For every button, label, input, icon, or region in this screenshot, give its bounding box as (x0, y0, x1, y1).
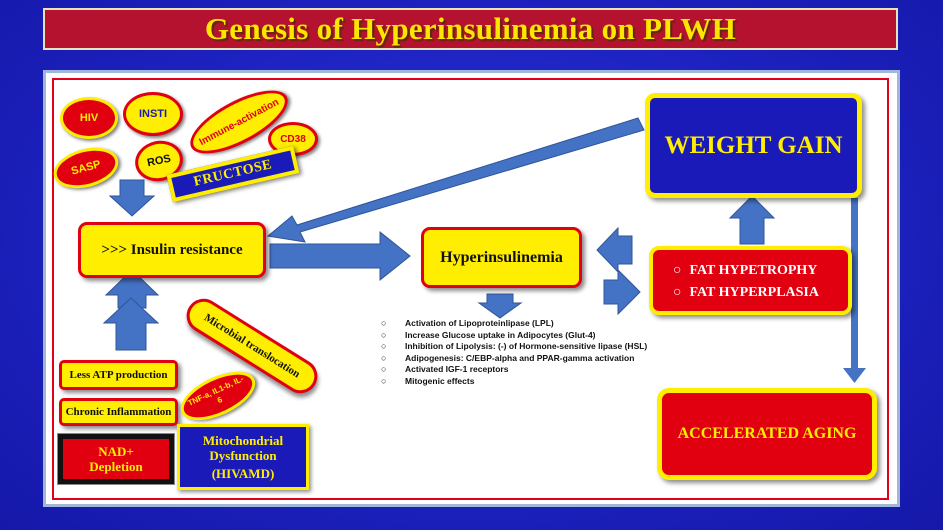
effect-item: ○ Activation of Lipoproteinlipase (LPL) (381, 318, 647, 330)
node-mito-line2: Dysfunction (209, 447, 277, 463)
arrow-ir-to-hyper (269, 230, 411, 282)
node-insulin-resistance-label: >>> Insulin resistance (101, 241, 243, 258)
effects-list: ○ Activation of Lipoproteinlipase (LPL) ○… (381, 318, 647, 387)
factor-sasp-label: SASP (69, 158, 103, 178)
node-chronic-inflammation-label: Chronic Inflammation (65, 406, 172, 418)
bullet: ○ (381, 364, 387, 374)
factor-insti: INSTI (123, 92, 183, 136)
node-nad-line2: Depletion (89, 459, 143, 474)
node-chronic-inflammation: Chronic Inflammation (59, 398, 178, 426)
bullet: ○ (381, 341, 387, 351)
arrow-hyper-down (477, 293, 523, 319)
bullet: ○ (673, 263, 682, 278)
node-less-atp: Less ATP production (59, 360, 178, 390)
node-mitochondrial-dysfunction: Mitochondrial Dysfunction (HIVAMD) (177, 424, 309, 490)
node-mito-line1: Mitochondrial (202, 432, 284, 448)
bullet: ○ (381, 352, 387, 363)
factor-ros-label: ROS (146, 152, 172, 170)
node-fat-hypertrophy-label: FAT HYPETROPHY (689, 263, 818, 278)
node-nad-depletion: NAD+ Depletion (57, 433, 175, 485)
node-weight-gain-label: WEIGHT GAIN (664, 131, 843, 159)
bullet: ○ (381, 375, 387, 386)
node-fat-hyperplasia-label: FAT HYPERPLASIA (689, 285, 819, 300)
node-less-atp-label: Less ATP production (69, 369, 168, 381)
effect-text: Adipogenesis: C/EBP-alpha and PPAR-gamma… (405, 352, 635, 363)
bullet: ○ (381, 318, 387, 328)
arrow-mito-to-ir (104, 269, 160, 309)
arrow-fat-to-weight (728, 195, 776, 245)
effect-text: Inhibition of Lipolysis: (-) of Hormone-… (405, 341, 648, 351)
node-mito-line3: (HIVAMD) (211, 465, 275, 481)
node-fat-hypertrophy: ○ FAT HYPETROPHY (673, 263, 817, 279)
page-title: Genesis of Hyperinsulinemia on PLWH (204, 11, 737, 46)
factor-cd38-label: CD38 (280, 133, 306, 145)
node-hyperinsulinemia: Hyperinsulinemia (421, 227, 582, 288)
diagram-border (52, 78, 889, 500)
effect-text: Mitogenic effects (405, 375, 475, 386)
factor-hiv: HIV (60, 97, 118, 139)
effect-item: ○ Inhibition of Lipolysis: (-) of Hormone… (381, 341, 647, 353)
node-insulin-resistance: >>> Insulin resistance (78, 222, 266, 278)
effect-text: Increase Glucose uptake in Adipocytes (G… (405, 329, 596, 340)
node-accelerated-aging-label: ACCELERATED AGING (677, 425, 857, 442)
factor-insti-label: INSTI (138, 108, 168, 120)
bullet: ○ (381, 329, 387, 340)
node-fat: ○ FAT HYPETROPHY ○ FAT HYPERPLASIA (649, 246, 852, 315)
node-hyperinsulinemia-label: Hyperinsulinemia (440, 248, 563, 266)
node-fat-hyperplasia: ○ FAT HYPERPLASIA (673, 285, 819, 301)
arrow-weightgain-to-ir (266, 117, 645, 243)
node-accelerated-aging: ACCELERATED AGING (657, 388, 877, 480)
effect-item: ○ Adipogenesis: C/EBP-alpha and PPAR-gamm… (381, 353, 647, 365)
effect-item: ○ Mitogenic effects (381, 376, 647, 388)
node-nad-line1: NAD+ (98, 444, 134, 459)
arrow-weight-to-aging (843, 198, 866, 383)
arrow-chain-up (102, 297, 160, 351)
bullet: ○ (673, 285, 682, 300)
arrow-factors-to-ir (108, 179, 156, 217)
effect-text: Activated IGF-1 receptors (405, 364, 509, 374)
effect-item: ○ Increase Glucose uptake in Adipocytes (… (381, 330, 647, 342)
node-weight-gain: WEIGHT GAIN (645, 93, 862, 198)
title-bar: Genesis of Hyperinsulinemia on PLWH (43, 8, 898, 50)
arrow-hyper-to-fat (603, 268, 641, 316)
effect-item: ○ Activated IGF-1 receptors (381, 364, 647, 376)
factor-hiv-label: HIV (79, 112, 99, 124)
effect-text: Activation of Lipoproteinlipase (LPL) (405, 318, 554, 328)
arrow-fat-to-hyper (596, 226, 633, 274)
